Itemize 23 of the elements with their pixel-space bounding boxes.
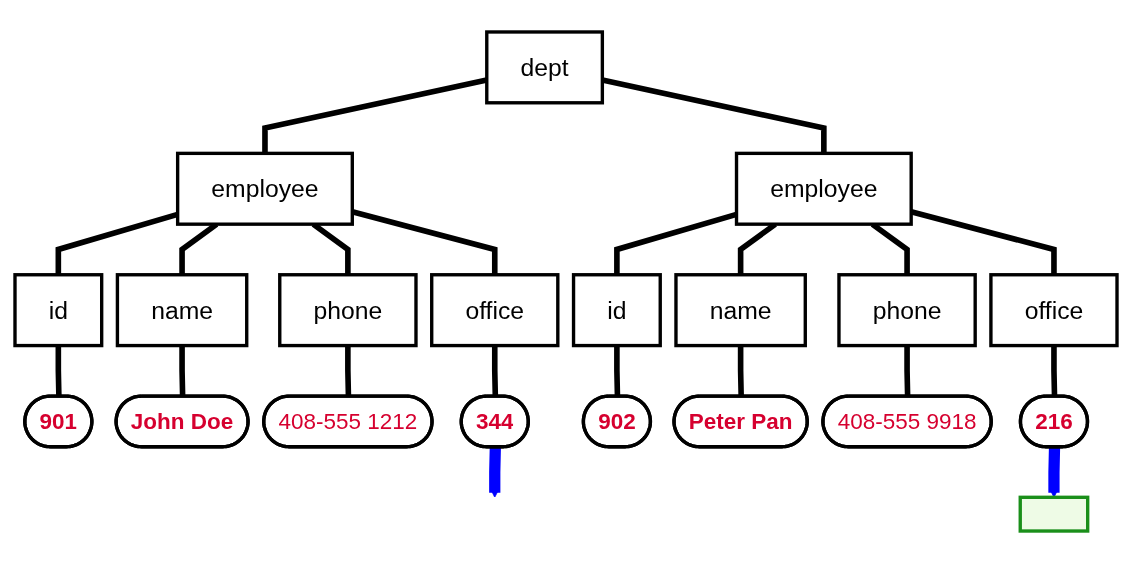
node-box: employee <box>175 151 354 226</box>
connector <box>601 77 827 154</box>
node-box: id <box>13 273 104 348</box>
connector <box>904 345 911 397</box>
node-box: office <box>430 273 560 348</box>
node-box: dept <box>485 30 605 105</box>
connector <box>55 345 62 397</box>
node-box: phone <box>278 273 418 348</box>
node-box: name <box>115 273 249 348</box>
node-box: office <box>989 273 1119 348</box>
node-box: id <box>571 273 662 348</box>
arrow <box>1048 447 1061 498</box>
connector <box>614 345 621 397</box>
node-box: employee <box>734 151 913 226</box>
node-box: phone <box>837 273 977 348</box>
connector <box>1051 345 1058 397</box>
node-box <box>1018 495 1090 533</box>
connector <box>179 345 186 397</box>
connector <box>491 345 499 397</box>
arrow <box>489 447 501 498</box>
connector <box>737 345 744 397</box>
connector <box>345 345 352 397</box>
node-box: name <box>674 273 807 348</box>
